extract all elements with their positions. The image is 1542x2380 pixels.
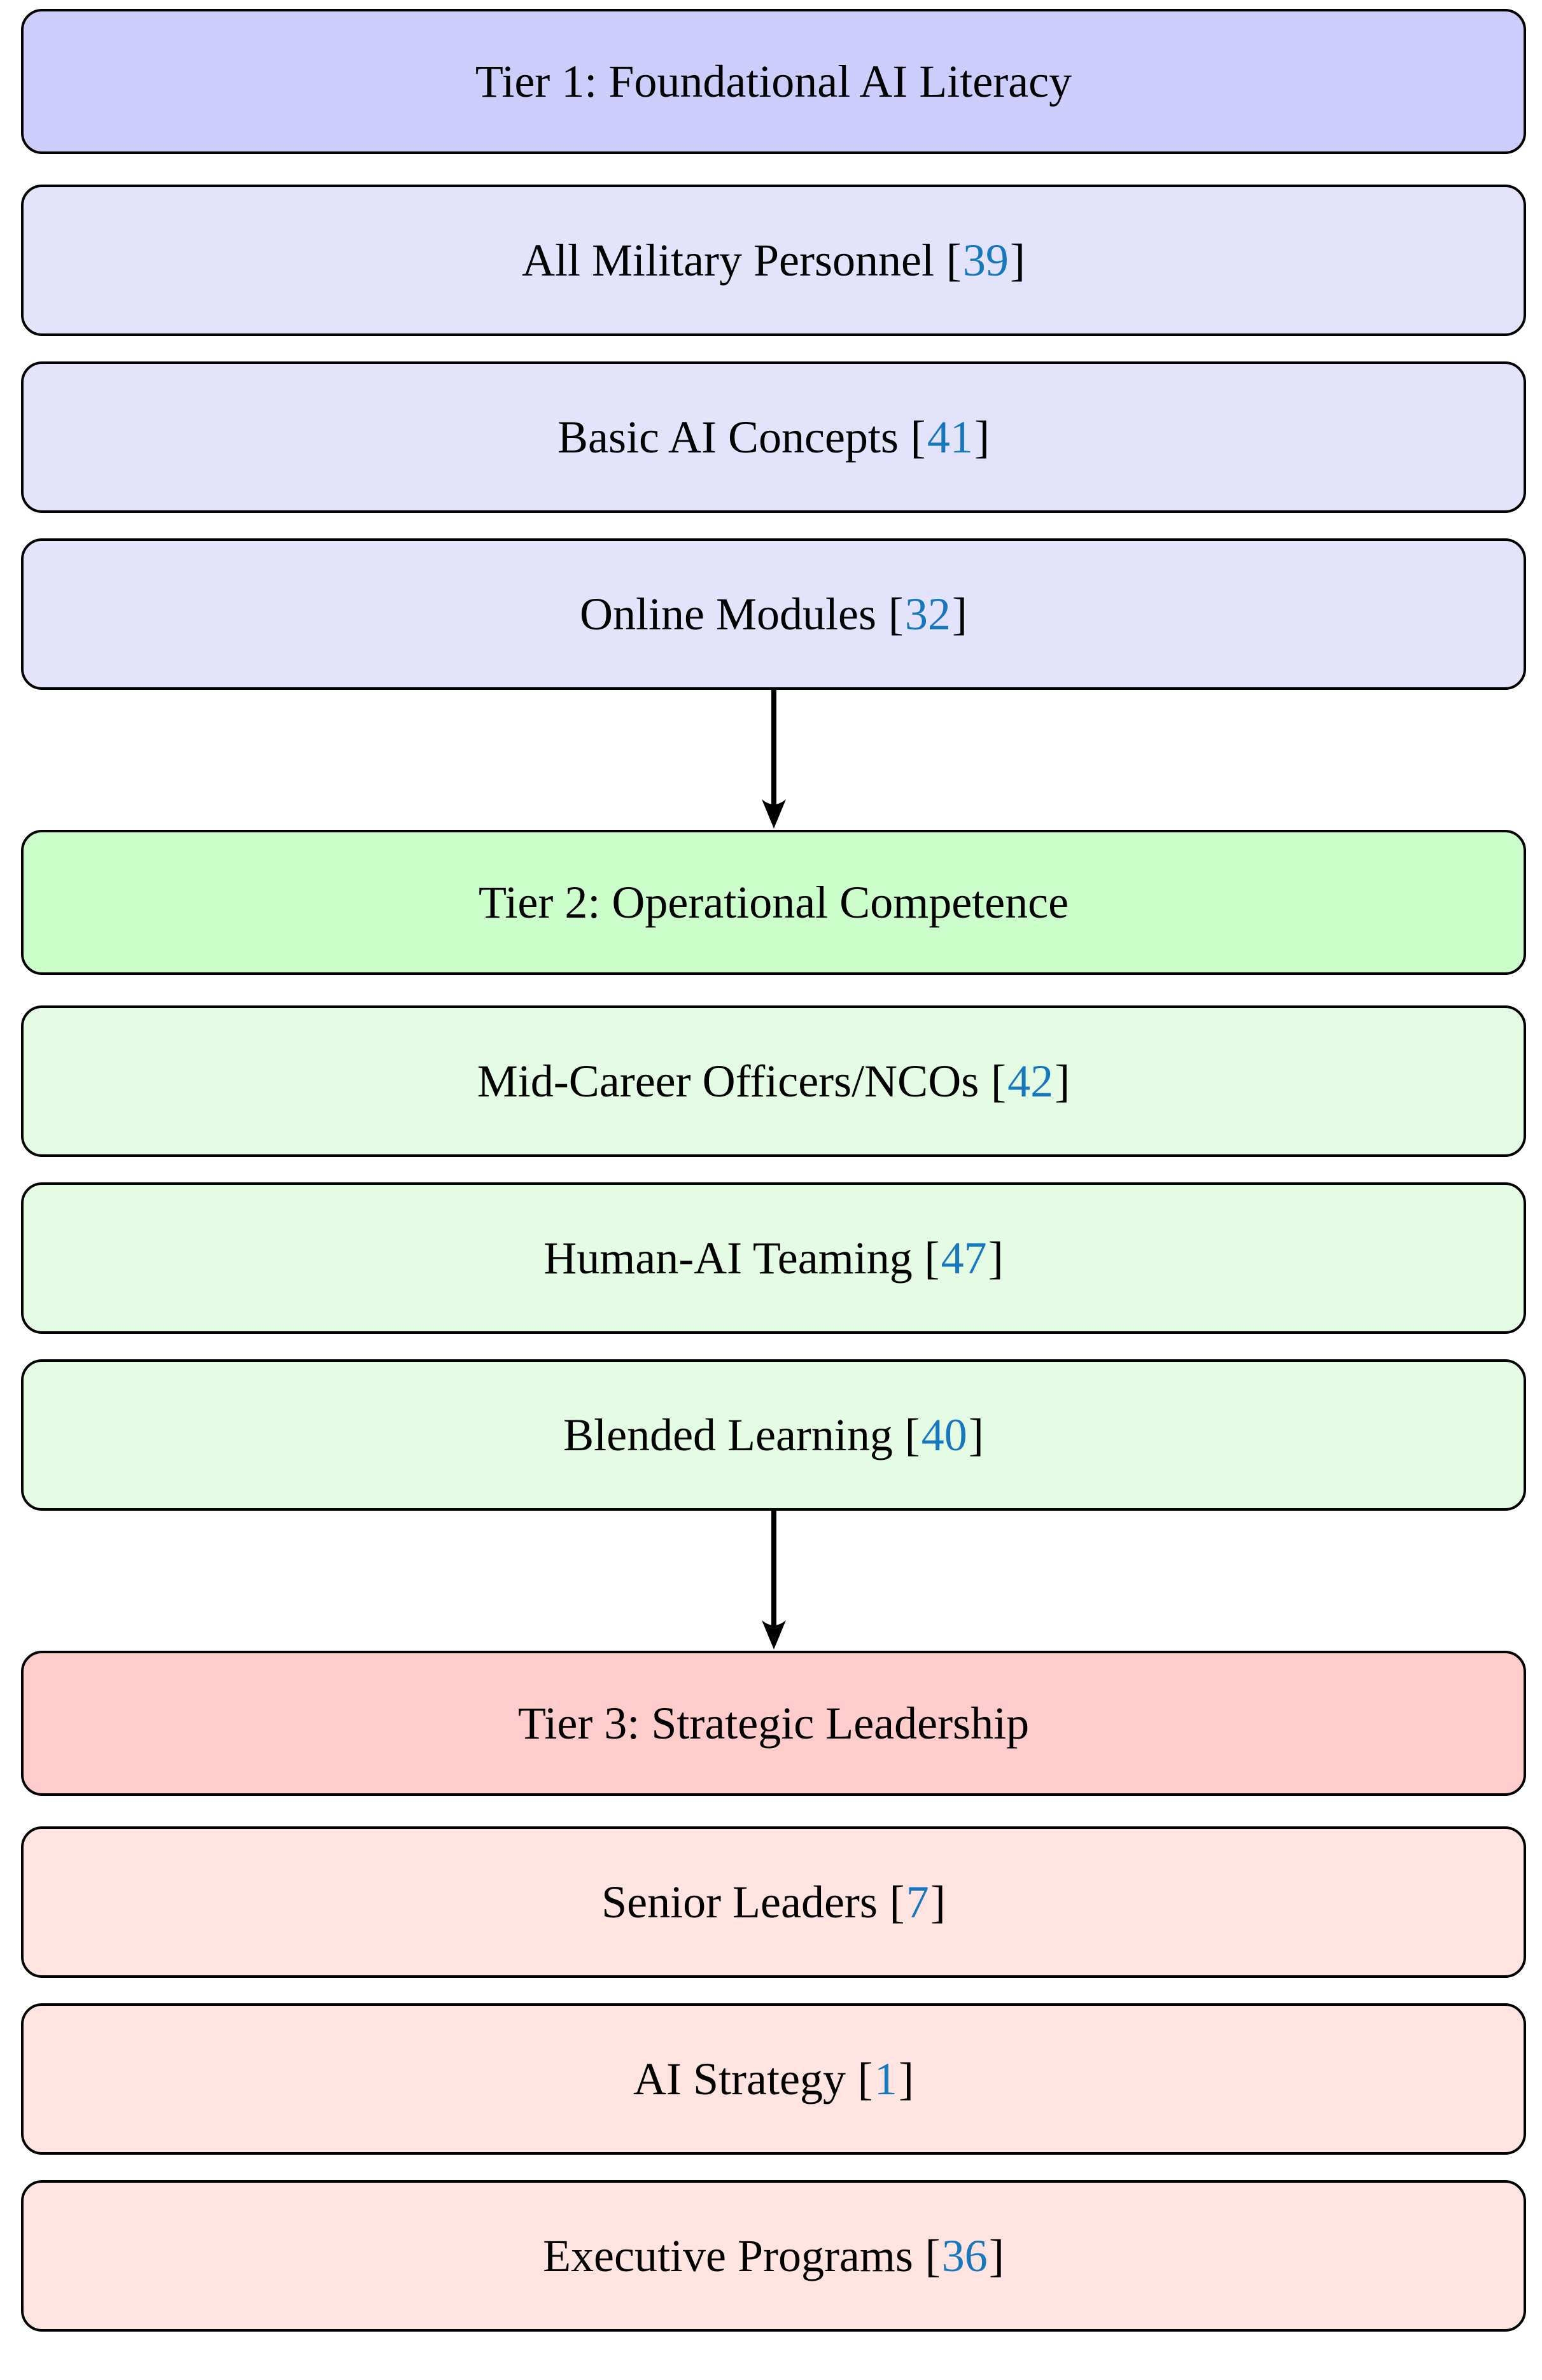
citation-number[interactable]: 41	[927, 412, 973, 463]
citation-bracket-close: ]	[968, 1410, 984, 1460]
node-human-ai-teaming: Human-AI Teaming[47]	[21, 1182, 1526, 1334]
citation-link-41[interactable]: [41]	[911, 414, 990, 460]
citation-link-47[interactable]: [47]	[924, 1235, 1003, 1281]
tier3-title: Tier 3: Strategic Leadership	[517, 1698, 1030, 1749]
node-executive-programs: Executive Programs[36]	[21, 2180, 1526, 2332]
node-label: AI Strategy	[633, 2054, 846, 2104]
citation-link-32[interactable]: [32]	[888, 591, 967, 637]
node-label: Senior Leaders	[601, 1877, 878, 1928]
tier1-title: Tier 1: Foundational AI Literacy	[475, 56, 1072, 107]
citation-number[interactable]: 32	[904, 589, 951, 640]
citation-bracket-open: [	[946, 235, 962, 286]
tier2-title: Tier 2: Operational Competence	[478, 877, 1069, 928]
node-label: Basic AI Concepts	[557, 412, 899, 463]
citation-link-40[interactable]: [40]	[905, 1412, 984, 1458]
node-senior-leaders: Senior Leaders[7]	[21, 1826, 1526, 1978]
node-label: All Military Personnel	[522, 235, 934, 286]
down-arrow-icon	[761, 1511, 786, 1649]
citation-bracket-open: [	[889, 1877, 905, 1928]
citation-bracket-open: [	[857, 2054, 873, 2104]
citation-bracket-open: [	[904, 1410, 920, 1460]
citation-bracket-close: ]	[930, 1877, 946, 1928]
tier3-header-node: Tier 3: Strategic Leadership	[21, 1651, 1526, 1796]
arrow-tier2-to-tier3	[21, 1511, 1526, 1651]
tier2-header-node: Tier 2: Operational Competence	[21, 830, 1526, 975]
citation-link-7[interactable]: [7]	[890, 1879, 946, 1925]
tier1-section: Tier 1: Foundational AI Literacy All Mil…	[0, 9, 1542, 690]
citation-bracket-close: ]	[1009, 235, 1025, 286]
arrow-head-icon	[761, 1620, 786, 1649]
citation-link-39[interactable]: [39]	[946, 237, 1025, 283]
citation-number[interactable]: 42	[1007, 1056, 1054, 1107]
arrow-head-icon	[761, 799, 786, 829]
down-arrow-icon	[761, 690, 786, 829]
node-label: Human-AI Teaming	[543, 1233, 913, 1284]
citation-number[interactable]: 1	[874, 2054, 897, 2104]
citation-bracket-close: ]	[988, 2230, 1004, 2281]
citation-number[interactable]: 47	[941, 1233, 987, 1284]
citation-bracket-open: [	[888, 589, 904, 640]
node-mid-career-officers-ncos: Mid-Career Officers/NCOs[42]	[21, 1005, 1526, 1157]
citation-bracket-open: [	[925, 2230, 941, 2281]
citation-link-42[interactable]: [42]	[991, 1058, 1070, 1104]
citation-bracket-open: [	[910, 412, 926, 463]
citation-bracket-close: ]	[952, 589, 967, 640]
node-all-military-personnel: All Military Personnel[39]	[21, 185, 1526, 336]
citation-bracket-close: ]	[974, 412, 990, 463]
node-online-modules: Online Modules[32]	[21, 538, 1526, 690]
node-ai-strategy: AI Strategy[1]	[21, 2003, 1526, 2155]
node-label: Executive Programs	[543, 2230, 913, 2281]
node-basic-ai-concepts: Basic AI Concepts[41]	[21, 361, 1526, 513]
node-label: Blended Learning	[563, 1410, 893, 1460]
tier2-section: Tier 2: Operational Competence Mid-Caree…	[0, 830, 1542, 1511]
citation-bracket-close: ]	[898, 2054, 914, 2104]
citation-bracket-open: [	[990, 1056, 1006, 1107]
tier1-header-node: Tier 1: Foundational AI Literacy	[21, 9, 1526, 154]
citation-bracket-close: ]	[1055, 1056, 1070, 1107]
node-blended-learning: Blended Learning[40]	[21, 1359, 1526, 1511]
citation-bracket-close: ]	[988, 1233, 1004, 1284]
citation-bracket-open: [	[924, 1233, 940, 1284]
citation-number[interactable]: 40	[921, 1410, 967, 1460]
citation-link-36[interactable]: [36]	[925, 2233, 1004, 2279]
citation-link-1[interactable]: [1]	[858, 2056, 914, 2102]
node-label: Mid-Career Officers/NCOs	[477, 1056, 979, 1107]
citation-number[interactable]: 7	[906, 1877, 929, 1928]
node-label: Online Modules	[580, 589, 876, 640]
citation-number[interactable]: 39	[962, 235, 1009, 286]
tier3-section: Tier 3: Strategic Leadership Senior Lead…	[0, 1651, 1542, 2332]
citation-number[interactable]: 36	[941, 2230, 988, 2281]
arrow-tier1-to-tier2	[21, 690, 1526, 830]
